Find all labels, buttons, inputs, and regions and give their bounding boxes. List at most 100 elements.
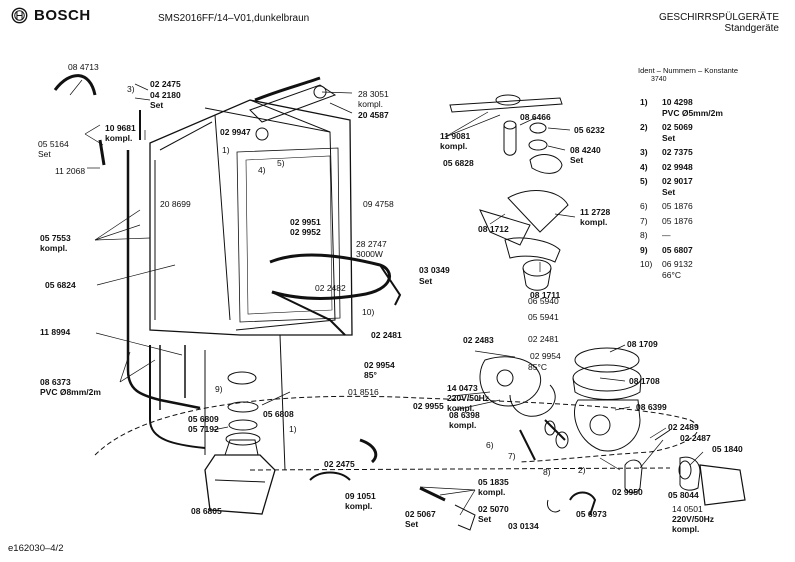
bosch-logo-icon bbox=[11, 7, 28, 24]
part-label: 14 0473 bbox=[447, 383, 478, 393]
part-label: 09 1051 bbox=[345, 491, 376, 501]
part-label: kompl. bbox=[580, 217, 608, 227]
part-label: 02 5067 bbox=[405, 509, 436, 519]
legend-item: 1)10 4298 bbox=[640, 97, 693, 108]
circulation-pump bbox=[479, 347, 642, 461]
brand-name: BOSCH bbox=[34, 7, 91, 24]
part-label: 9) bbox=[215, 384, 223, 394]
part-label: Set bbox=[38, 149, 51, 159]
part-label: 20 4587 bbox=[358, 110, 389, 120]
part-label: kompl. bbox=[449, 420, 477, 430]
part-label: 05 5941 bbox=[528, 312, 559, 322]
part-label: 06 5940 bbox=[528, 296, 559, 306]
legend-item: 7)05 1876 bbox=[640, 215, 693, 227]
ident-number: 3740 bbox=[651, 76, 667, 83]
brand: BOSCH bbox=[11, 7, 91, 24]
part-label: kompl. bbox=[345, 501, 373, 511]
legend-item: 10)06 9132 bbox=[640, 259, 693, 270]
heater-element bbox=[269, 253, 402, 336]
part-label: 02 9954 bbox=[530, 351, 561, 361]
leader-lines bbox=[69, 79, 704, 516]
legend-value: 02 5069 bbox=[662, 122, 693, 132]
part-label: 08 1712 bbox=[478, 224, 509, 234]
legend-value: 02 9948 bbox=[662, 161, 693, 172]
part-label: 02 2475 bbox=[324, 459, 355, 469]
legend-sub: Set bbox=[662, 132, 676, 143]
part-label: 05 1840 bbox=[712, 444, 743, 454]
part-label: 01 8516 bbox=[348, 387, 379, 397]
legend-number: 1) bbox=[640, 97, 648, 107]
part-label: 02 2475 bbox=[150, 79, 181, 89]
part-label: 03 0134 bbox=[508, 521, 539, 531]
part-label: 6) bbox=[486, 440, 494, 450]
part-label: 03 0349 bbox=[419, 265, 450, 275]
legend-number: 2) bbox=[640, 122, 648, 132]
part-label: 14 0501 bbox=[672, 504, 703, 514]
part-label: 02 2483 bbox=[463, 335, 494, 345]
legend-item: 2) 02 5069 bbox=[640, 122, 693, 133]
part-label: 5) bbox=[277, 158, 285, 168]
legend-item: 8)— bbox=[640, 230, 671, 241]
legend-value: 06 9132 bbox=[662, 259, 693, 269]
legend-sub: PVC Ø5mm/2m bbox=[662, 107, 723, 118]
part-label: 05 6828 bbox=[443, 158, 474, 168]
part-label: kompl. bbox=[447, 403, 475, 413]
part-label: kompl. bbox=[40, 243, 68, 253]
part-label: 02 2489 bbox=[668, 422, 699, 432]
floor-outline bbox=[94, 395, 699, 463]
legend-value: 05 1876 bbox=[662, 215, 693, 226]
lower-spray-arm bbox=[449, 94, 563, 174]
drain-pump bbox=[624, 429, 746, 506]
part-label: 85°C bbox=[528, 362, 547, 372]
part-label: 28 3051 bbox=[358, 89, 389, 99]
legend-number: 6) bbox=[640, 201, 648, 211]
legend-value: 05 6807 bbox=[662, 244, 693, 255]
part-label: 04 2180 bbox=[150, 90, 181, 100]
legend-item: 4) 02 9948 bbox=[640, 161, 693, 173]
part-label: 10 9681 bbox=[105, 123, 136, 133]
part-label: Set bbox=[150, 100, 164, 110]
left-hoses bbox=[53, 74, 286, 471]
part-label: 11 2728 bbox=[580, 207, 611, 217]
part-label: 08 6373 bbox=[40, 377, 71, 387]
top-spray-arm bbox=[249, 76, 337, 141]
part-label: 08 4713 bbox=[68, 62, 99, 72]
legend-number: 5) bbox=[640, 176, 648, 186]
part-label: 05 6973 bbox=[576, 509, 607, 519]
part-label: 08 6805 bbox=[191, 506, 222, 516]
legend-item: 5) 02 9017 bbox=[640, 176, 693, 187]
legend-sub: Set bbox=[662, 186, 676, 197]
part-label: 20 8699 bbox=[160, 199, 191, 209]
part-label: kompl. bbox=[478, 487, 506, 497]
part-label: 11 2068 bbox=[55, 166, 86, 176]
part-label: Set bbox=[570, 155, 584, 165]
part-label: 3) bbox=[127, 84, 135, 94]
part-label: Set bbox=[478, 514, 492, 524]
footer-code: e162030–4/2 bbox=[8, 543, 64, 554]
legend-value: 02 9017 bbox=[662, 176, 693, 186]
legend-sub: 66°C bbox=[662, 269, 681, 280]
floor-outline-lower bbox=[249, 467, 671, 471]
part-label: 28 2747 bbox=[356, 239, 387, 249]
part-label: 02 2482 bbox=[315, 283, 346, 293]
part-label: 1) bbox=[222, 145, 230, 155]
legend-number: 9) bbox=[640, 244, 648, 255]
legend-number: 8) bbox=[640, 230, 648, 240]
part-label: 05 5164 bbox=[38, 139, 69, 149]
legend-item: 6)05 1876 bbox=[640, 201, 693, 212]
part-label: 11 8994 bbox=[40, 327, 71, 337]
part-label: 2) bbox=[578, 465, 586, 475]
part-label: 02 9955 bbox=[413, 401, 444, 411]
part-label: 02 9950 bbox=[612, 487, 643, 497]
category-subtitle: Standgeräte bbox=[724, 23, 780, 34]
part-label: 05 1835 bbox=[478, 477, 509, 487]
part-label: Set bbox=[419, 276, 433, 286]
part-label: kompl. bbox=[105, 133, 133, 143]
part-label: PVC Ø8mm/2m bbox=[40, 387, 101, 397]
legend-number: 4) bbox=[640, 161, 648, 172]
legend-item: 9) 05 6807 bbox=[640, 244, 693, 256]
part-label: 02 9951 bbox=[290, 217, 321, 227]
part-label: 05 6824 bbox=[45, 280, 76, 290]
part-label: 05 6808 bbox=[263, 409, 294, 419]
